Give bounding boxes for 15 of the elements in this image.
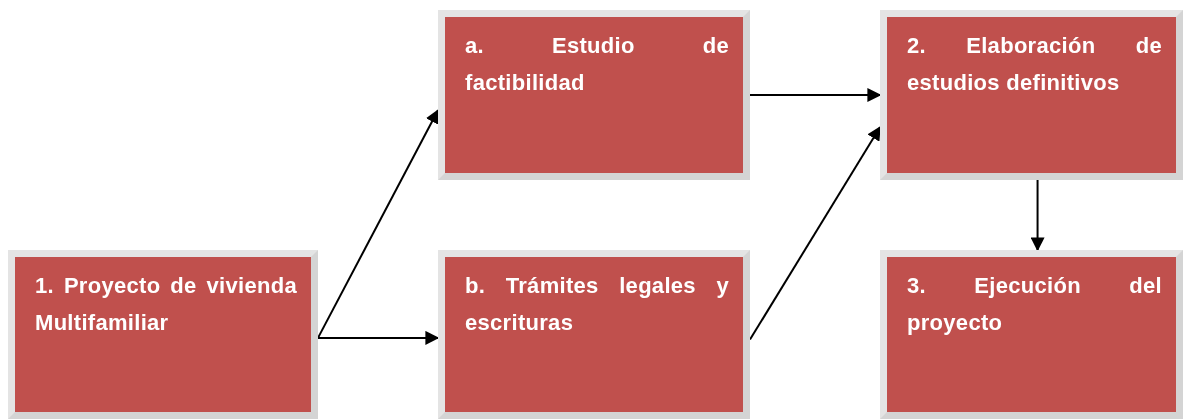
arrow [749, 88, 882, 102]
process-box [8, 250, 318, 419]
arrow [1030, 179, 1045, 252]
box-label: b. Trámites legales y escrituras [465, 272, 729, 337]
process-box [880, 10, 1183, 180]
box-label: a. Estudio de factibilidad [465, 32, 729, 97]
box-label: 3. Ejecución del proyecto [907, 272, 1162, 337]
arrow [749, 126, 881, 341]
process-box [438, 10, 750, 180]
box-label: 1. Proyecto de vivienda Multifamiliar [35, 272, 297, 337]
arrow [317, 109, 439, 339]
arrow [317, 330, 440, 345]
box-label: 2. Elaboración de estudios definitivos [907, 32, 1162, 97]
process-box [438, 250, 750, 419]
process-box [880, 250, 1183, 419]
